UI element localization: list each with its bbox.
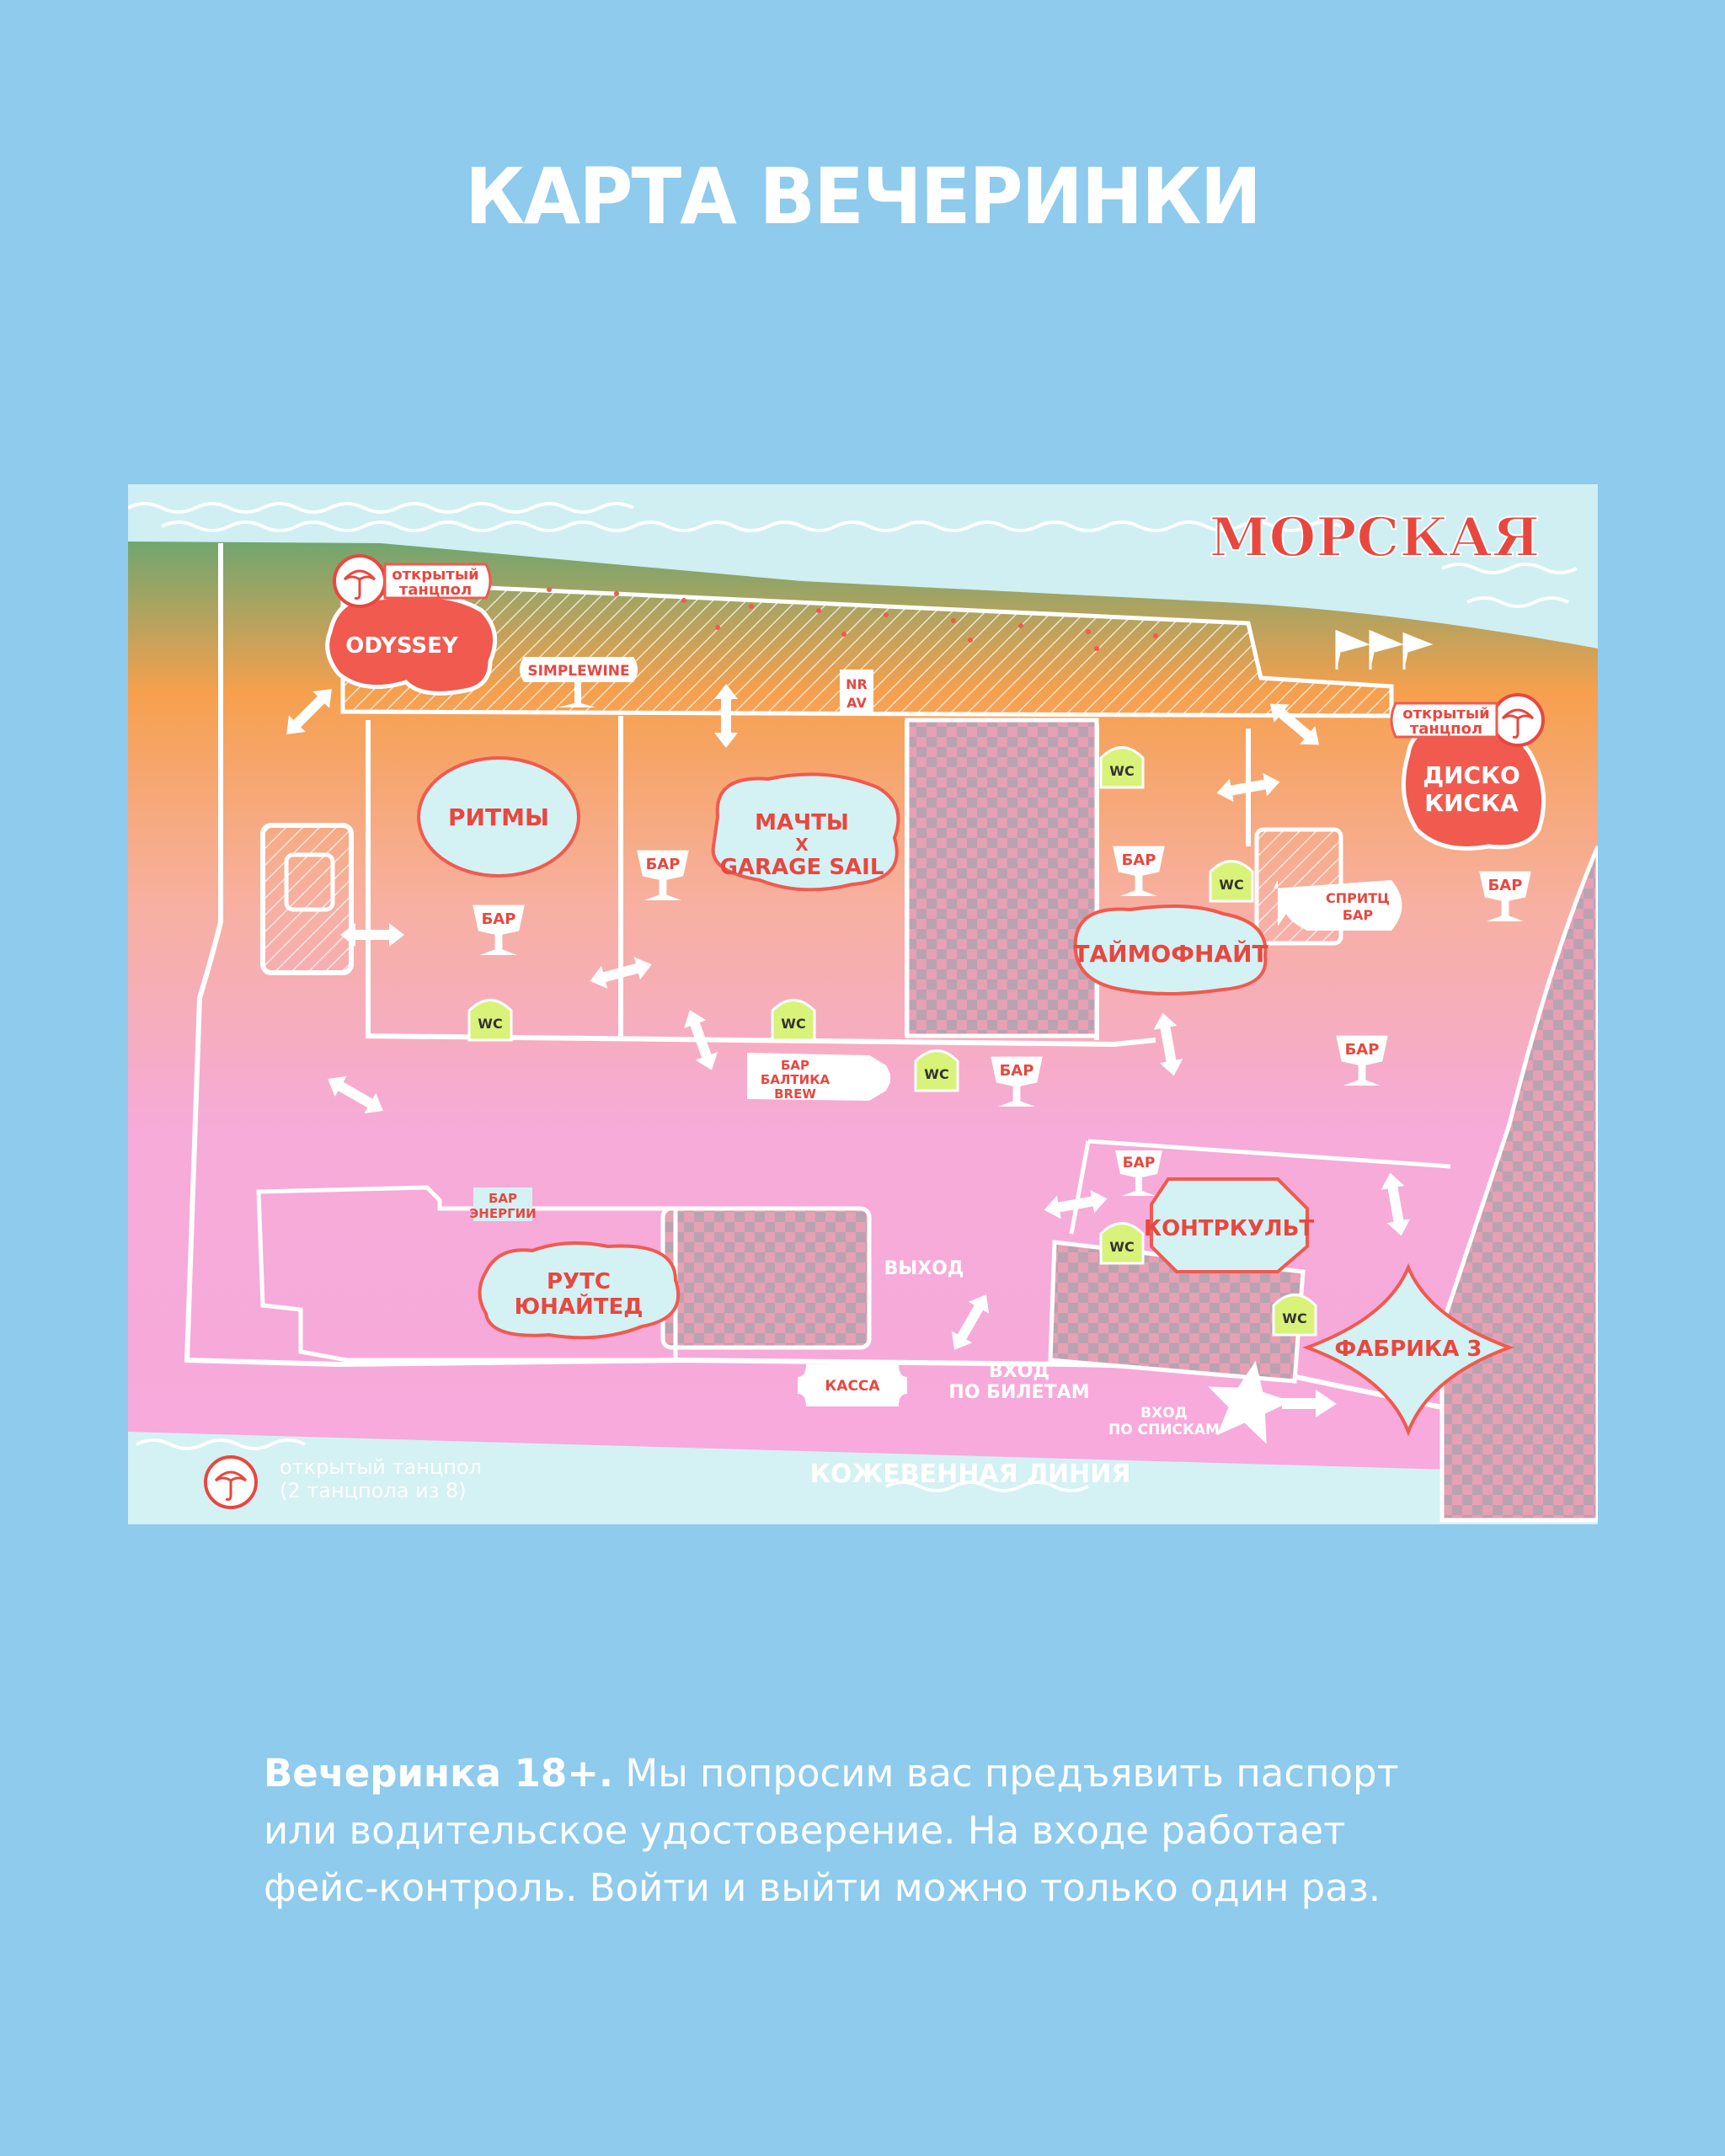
wc-3: WC <box>1099 746 1145 789</box>
notice-line1: Мы попросим вас предъявить паспорт <box>613 1751 1399 1796</box>
stage-kontrkult-label: КОНТРКУЛЬТ <box>1144 1216 1315 1241</box>
bar-baltika-line1: БАР <box>781 1058 809 1073</box>
svg-text:БАР: БАР <box>1122 851 1156 869</box>
svg-text:БАР: БАР <box>1123 1155 1156 1171</box>
stage-taimofnait-label: ТАЙМОФНАЙТ <box>1073 939 1268 968</box>
bar-center: БАР <box>1113 846 1165 896</box>
bar-energy-line2: ЭНЕРГИИ <box>469 1206 536 1221</box>
svg-text:WC: WC <box>1282 1310 1306 1326</box>
page-title: КАРТА ВЕЧЕРИНКИ <box>465 152 1262 242</box>
stage-fabrika-label: ФАБРИКА 3 <box>1334 1337 1482 1362</box>
kassa-label: КАССА <box>825 1378 880 1395</box>
wc-6: WC <box>1099 1222 1145 1265</box>
bar-right: БАР <box>1479 871 1531 921</box>
open-floor-odyssey-line2: танцпол <box>399 581 472 599</box>
open-floor-disko-line2: танцпол <box>1410 720 1482 738</box>
bar-spritz-line2: БАР <box>1343 907 1374 923</box>
stage-disko-line2: КИСКА <box>1424 789 1519 817</box>
notice-line3: фейс-контроль. Войти и выйти можно тольк… <box>264 1865 1381 1910</box>
label-entry-tickets-2: ПО БИЛЕТАМ <box>948 1382 1089 1403</box>
street-name: КОЖЕВЕННАЯ ЛИНИЯ <box>810 1460 1131 1489</box>
notice-line2: или водительское удостоверение. На входе… <box>264 1808 1346 1853</box>
stage-machty-line2: Х <box>795 835 809 855</box>
label-exit: ВЫХОД <box>884 1258 964 1279</box>
svg-text:БАР: БАР <box>1488 877 1523 894</box>
bar-street: БАР <box>991 1056 1043 1107</box>
notice-text: Вечеринка 18+. Мы попросим вас предъявит… <box>264 1745 1527 1917</box>
stage-disko-line1: ДИСКО <box>1423 761 1520 789</box>
bar-ritmy: БАР <box>473 905 525 955</box>
svg-text:WC: WC <box>781 1016 805 1032</box>
open-floor-odyssey-line1: открытый <box>392 566 479 584</box>
svg-text:WC: WC <box>1219 877 1243 893</box>
svg-text:БАР: БАР <box>482 910 516 928</box>
bar-simplewine-label: SIMPLEWINE <box>527 663 629 680</box>
legend-line1: открытый танцпол <box>280 1455 482 1479</box>
legend-line2: (2 танцпола из 8) <box>280 1479 467 1502</box>
stage-odyssey-label: ODYSSEY <box>345 633 459 659</box>
stage-machty-line1: МАЧТЫ <box>755 810 849 835</box>
svg-text:WC: WC <box>1109 763 1134 779</box>
label-entry-lists-1: ВХОД <box>1140 1405 1188 1422</box>
label-entry-tickets-1: ВХОД <box>989 1361 1049 1382</box>
wc-4: WC <box>1209 860 1254 903</box>
svg-text:WC: WC <box>924 1066 948 1082</box>
wc-2: WC <box>771 999 816 1042</box>
svg-text:WC: WC <box>1109 1239 1134 1255</box>
venue-map: ODYSSEY РИТМЫ МАЧТЫ Х GARAGE SAIL ДИСКО … <box>128 484 1598 1524</box>
bar-kontrkult: БАР <box>1115 1150 1162 1196</box>
wc-1: WC <box>467 999 513 1042</box>
bar-baltika-line2: БАЛТИКА <box>761 1072 830 1087</box>
bar-baltika-line3: BREW <box>774 1086 816 1102</box>
wc-5: WC <box>914 1049 959 1092</box>
bar-energy-line1: БАР <box>489 1191 517 1206</box>
wc-7: WC <box>1272 1294 1317 1337</box>
bar-east: БАР <box>1336 1035 1388 1086</box>
bar-machty: БАР <box>637 850 689 900</box>
stage-ruts-line1: РУТС <box>547 1269 611 1294</box>
svg-text:БАР: БАР <box>1000 1062 1034 1080</box>
svg-text:БАР: БАР <box>1345 1041 1380 1059</box>
stage-machty-line3: GARAGE SAIL <box>720 855 884 880</box>
notice-bold: Вечеринка 18+. <box>264 1751 614 1796</box>
open-floor-disko-line1: открытый <box>1402 705 1490 723</box>
legend-umbrella-icon <box>204 1455 258 1509</box>
bar-nrav-line2: AV <box>846 695 867 711</box>
brand-morskaya: МОРСКАЯ <box>1210 506 1540 569</box>
stage-ruts-line2: ЮНАЙТЕД <box>515 1293 644 1320</box>
label-entry-lists-2: ПО СПИСКАМ <box>1108 1422 1220 1438</box>
svg-text:WC: WC <box>478 1016 502 1032</box>
stage-ritmy-label: РИТМЫ <box>448 803 549 831</box>
bar-nrav-line1: NR <box>846 676 868 692</box>
bar-spritz-line1: СПРИТЦ <box>1326 890 1390 906</box>
svg-text:БАР: БАР <box>646 856 681 873</box>
